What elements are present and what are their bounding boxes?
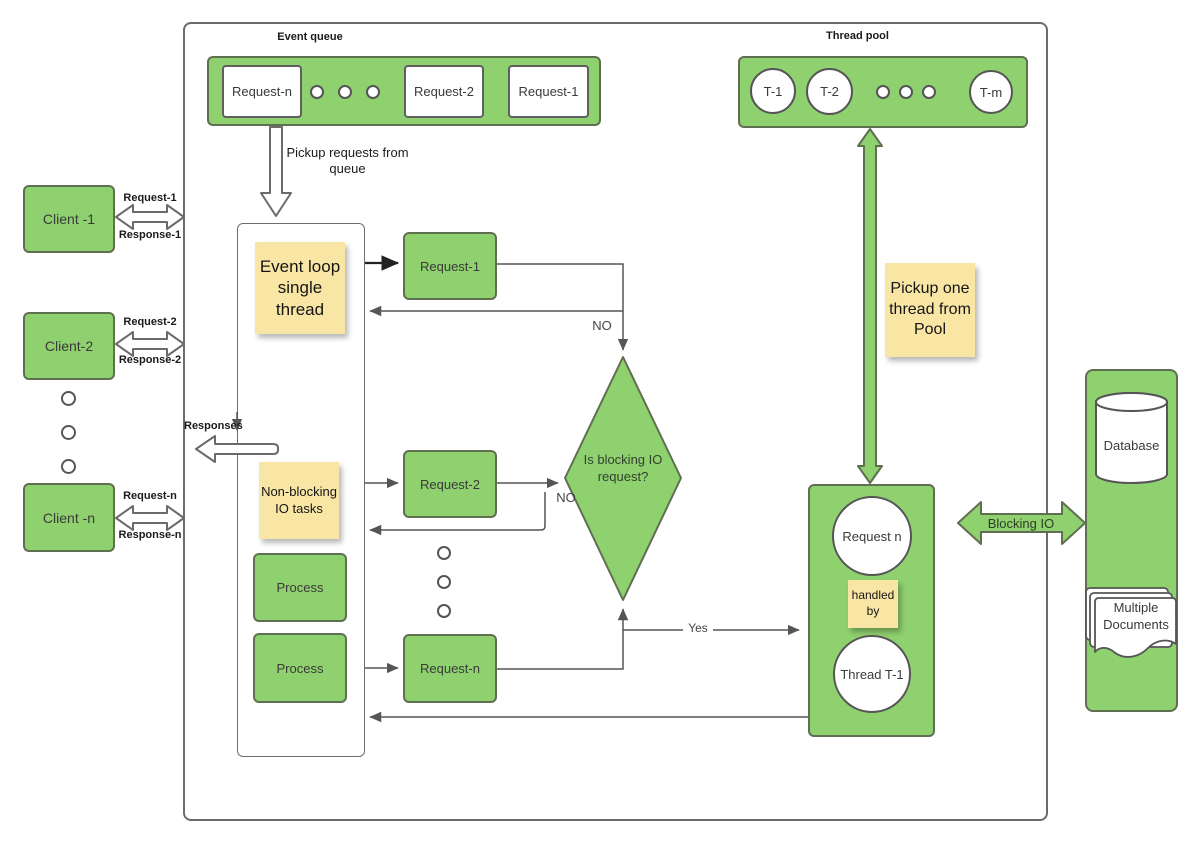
database-cylinder-top xyxy=(1095,392,1168,412)
queue-pickup-arrow xyxy=(260,126,292,217)
queue-ellipsis-dot xyxy=(310,85,324,99)
non-blocking-note: Non-blocking IO tasks xyxy=(259,462,339,539)
thread-circle-tm: T-m xyxy=(969,70,1013,114)
pickup-thread-arrow xyxy=(857,128,883,484)
client1-exchange-arrow xyxy=(115,204,185,230)
client-ellipsis-dot xyxy=(61,425,76,440)
thread-pool-label: Thread pool xyxy=(826,30,889,42)
pickup-queue-label: Pickup requests from queue xyxy=(286,145,409,176)
blocking-io-label: Blocking IO xyxy=(987,516,1055,531)
thread-ellipsis-dot xyxy=(922,85,936,99)
event-loop-frame xyxy=(237,223,365,757)
response-1-label: Response-1 xyxy=(118,229,182,241)
request-2-label: Request-2 xyxy=(123,316,177,328)
client2-exchange-arrow xyxy=(115,331,185,357)
handler-request-circle: Request n xyxy=(832,496,912,576)
request-1-label: Request-1 xyxy=(123,192,177,204)
no-label-left: NO xyxy=(556,490,576,505)
documents-label: Multiple Documents xyxy=(1103,600,1169,632)
thread-circle-t1: T-1 xyxy=(750,68,796,114)
thread-circle-t2: T-2 xyxy=(806,68,853,115)
event-loop-note: Event loop single thread xyxy=(255,242,345,334)
yes-label: Yes xyxy=(683,621,713,635)
no-label-top: NO xyxy=(592,318,612,333)
loop-request-n-box: Request-n xyxy=(403,634,497,703)
documents-page-front xyxy=(1094,597,1177,658)
client-2-box: Client-2 xyxy=(23,312,115,380)
handled-by-note: handled by xyxy=(848,580,898,628)
client-ellipsis-dot xyxy=(61,391,76,406)
client-n-box: Client -n xyxy=(23,483,115,552)
loop-request-2-box: Request-2 xyxy=(403,450,497,518)
thread-ellipsis-dot xyxy=(899,85,913,99)
process-box-2: Process xyxy=(253,633,347,703)
request-n-label: Request-n xyxy=(123,490,177,502)
client-ellipsis-dot xyxy=(61,459,76,474)
system-boundary xyxy=(183,22,1048,821)
thread-ellipsis-dot xyxy=(876,85,890,99)
client-1-box: Client -1 xyxy=(23,185,115,253)
connector-no-return-left xyxy=(369,492,546,536)
handler-thread-circle: Thread T-1 xyxy=(833,635,911,713)
request-ellipsis-dot xyxy=(437,546,451,560)
queue-ellipsis-dot xyxy=(338,85,352,99)
request-ellipsis-dot xyxy=(437,604,451,618)
database-label: Database xyxy=(1103,438,1160,453)
response-2-label: Response-2 xyxy=(118,354,182,366)
clientn-exchange-arrow xyxy=(115,505,185,531)
connector-requestn-to-decision xyxy=(497,608,629,670)
responses-label: Responses xyxy=(184,420,243,432)
decision-question: Is blocking IO request? xyxy=(583,452,663,484)
request-ellipsis-dot xyxy=(437,575,451,589)
queue-item-request-n: Request-n xyxy=(222,65,302,118)
event-queue-label: Event queue xyxy=(277,31,343,43)
decision-diamond xyxy=(564,356,682,601)
pickup-thread-note: Pickup one thread from Pool xyxy=(885,263,975,357)
blocking-io-arrow xyxy=(957,501,1086,545)
queue-item-request-2: Request-2 xyxy=(404,65,484,118)
process-box-1: Process xyxy=(253,553,347,622)
loop-request-1-box: Request-1 xyxy=(403,232,497,300)
responses-arrow xyxy=(195,435,279,463)
connector-request1-to-decision xyxy=(497,263,629,351)
response-n-label: Response-n xyxy=(118,529,182,541)
queue-item-request-1: Request-1 xyxy=(508,65,589,118)
queue-ellipsis-dot xyxy=(366,85,380,99)
